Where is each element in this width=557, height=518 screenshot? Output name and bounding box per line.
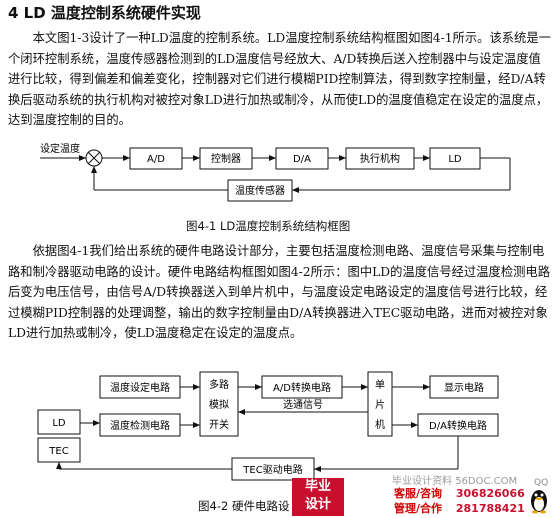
input-label: 设定温度	[40, 142, 80, 155]
block-controller: 控制器	[211, 152, 241, 165]
fig2-dac: D/A转换电路	[429, 419, 487, 432]
fig2-mcu-2: 片	[375, 398, 385, 411]
figure-4-1-block-diagram: 设定温度 A/D 控制器 D/A 执行机构 LD 温度传感器	[40, 142, 511, 202]
block-ad: A/D	[147, 154, 165, 165]
fig2-ld: LD	[52, 418, 66, 429]
qq-text: QQ	[534, 478, 549, 488]
figure-4-1-caption: 图4-1 LD温度控制系统结构框图	[186, 219, 351, 233]
fig2-mcu-3: 机	[375, 418, 385, 431]
fig2-temp-set: 温度设定电路	[110, 381, 170, 394]
fig2-tec: TEC	[48, 446, 68, 457]
qq-penguin-icon	[528, 486, 550, 514]
fig2-temp-detect: 温度检测电路	[110, 419, 170, 432]
block-temp-sensor: 温度传感器	[235, 184, 285, 197]
section-heading: 4 LD 温度控制系统硬件实现	[8, 4, 201, 22]
fig2-mux-1: 多路	[209, 378, 229, 391]
block-ld: LD	[448, 154, 462, 165]
paragraph-hardware: 依据图4-1我们给出系统的硬件电路设计部分，主要包括温度检测电路、温度信号采集与…	[8, 244, 551, 340]
watermark-service-label: 客服/咨询	[394, 487, 443, 500]
watermark-qq2: 281788421	[455, 502, 525, 515]
watermark-logo: 毕业 设计	[292, 478, 344, 516]
block-da: D/A	[293, 154, 311, 165]
fig2-mux-3: 开关	[209, 418, 229, 431]
watermark-site: 毕业设计资料 56DOC.COM	[392, 472, 517, 487]
watermark-qq1: 306826066	[455, 487, 525, 500]
fig2-display: 显示电路	[444, 381, 484, 394]
watermark-domain: 56DOC.COM	[455, 476, 518, 487]
fig2-tec-drive: TEC驱动电路	[242, 463, 302, 476]
block-actuator: 执行机构	[360, 152, 400, 165]
watermark-site-name: 毕业设计资料	[392, 476, 452, 487]
watermark-contact: 客服/咨询 306826066 管理/合作 281788421	[394, 486, 525, 516]
watermark-logo-line2: 设计	[304, 497, 331, 512]
fig2-channel-select: 选通信号	[283, 398, 323, 411]
watermark-manage-label: 管理/合作	[394, 502, 443, 515]
fig2-mux-2: 模拟	[209, 398, 229, 411]
figure-4-2-hardware-diagram: LD TEC 温度设定电路 温度检测电路 多路 模拟 开关 A/D转换电路 单 …	[37, 371, 499, 481]
fig2-mcu-1: 单	[375, 379, 385, 391]
paragraph-intro: 本文图1-3设计了一种LD温度的控制系统。LD温度控制系统结构框图如图4-1所示…	[8, 31, 551, 127]
figure-4-2-caption: 图4-2 硬件电路设	[198, 499, 290, 513]
watermark-logo-line1: 毕业	[304, 479, 331, 494]
fig2-adc: A/D转换电路	[273, 381, 331, 394]
